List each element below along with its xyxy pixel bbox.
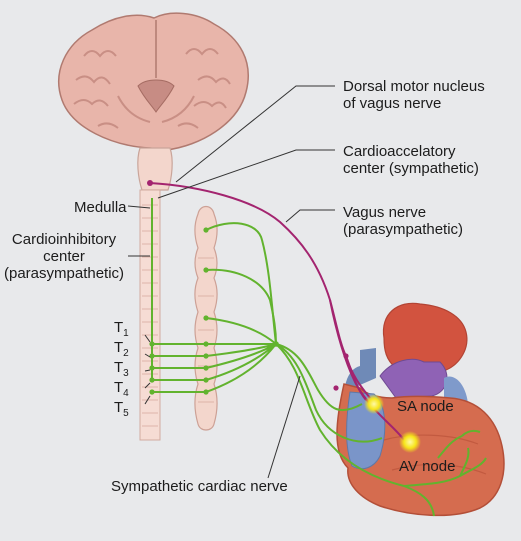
sa-node-marker xyxy=(364,394,384,414)
spinal-level-t1-number: 1 xyxy=(123,328,129,339)
spinal-level-t1-letter: T xyxy=(114,319,124,336)
label-cardioinhibitory-line1: Cardioinhibitory xyxy=(11,231,117,248)
av-node-marker xyxy=(399,431,421,453)
label-dorsal-motor-nucleus-line2: of vagus nerve xyxy=(343,95,442,112)
spinal-level-t1: T1 xyxy=(114,319,129,342)
sympathetic-synapses xyxy=(149,227,279,395)
vagus-synapses xyxy=(147,180,349,391)
spinal-level-t4-number: 4 xyxy=(123,388,129,399)
label-cardioinhibitory-center: Cardioinhibitory center (parasympathetic… xyxy=(4,231,124,282)
label-av-node: AV node xyxy=(399,458,456,475)
label-vagus-nerve: Vagus nerve (parasympathetic) xyxy=(343,204,463,238)
label-dorsal-motor-nucleus: Dorsal motor nucleus of vagus nerve xyxy=(343,78,485,112)
label-cardioacceleratory-line2: center (sympathetic) xyxy=(343,160,479,177)
spinal-level-t2-number: 2 xyxy=(123,348,129,359)
label-cardioacceleratory-line1: Cardioaccelatory xyxy=(343,143,456,160)
spinal-level-t3-number: 3 xyxy=(123,368,129,379)
label-vagus-line1: Vagus nerve xyxy=(343,204,427,221)
spinal-level-t5-letter: T xyxy=(114,399,124,416)
spinal-level-t2: T2 xyxy=(114,339,129,362)
spinal-level-t2-letter: T xyxy=(114,339,124,356)
spinal-cord xyxy=(139,189,161,441)
spinal-level-t5: T5 xyxy=(114,399,129,422)
label-sa-node: SA node xyxy=(397,398,454,415)
label-cardioinhibitory-line3: (parasympathetic) xyxy=(4,265,125,282)
spinal-level-t3: T3 xyxy=(114,359,129,382)
spinal-level-t4: T4 xyxy=(114,379,129,402)
brain-coronal-section xyxy=(58,12,249,151)
label-cardioacceleratory-center: Cardioaccelatory center (sympathetic) xyxy=(343,143,479,177)
medulla-brainstem xyxy=(137,147,173,191)
leader-lines xyxy=(127,85,335,479)
spinal-level-t4-letter: T xyxy=(114,379,124,396)
label-cardioinhibitory-line2: center xyxy=(43,248,85,265)
spinal-level-t5-number: 5 xyxy=(123,408,129,419)
label-vagus-line2: (parasympathetic) xyxy=(343,221,464,238)
label-dorsal-motor-nucleus-line1: Dorsal motor nucleus xyxy=(343,78,485,95)
sympathetic-pathways xyxy=(151,198,487,517)
spinal-level-t3-letter: T xyxy=(114,359,124,376)
label-medulla: Medulla xyxy=(74,199,127,216)
heart xyxy=(336,302,505,517)
label-sympathetic-cardiac-nerve: Sympathetic cardiac nerve xyxy=(111,478,288,495)
vagus-pathway xyxy=(149,182,405,441)
